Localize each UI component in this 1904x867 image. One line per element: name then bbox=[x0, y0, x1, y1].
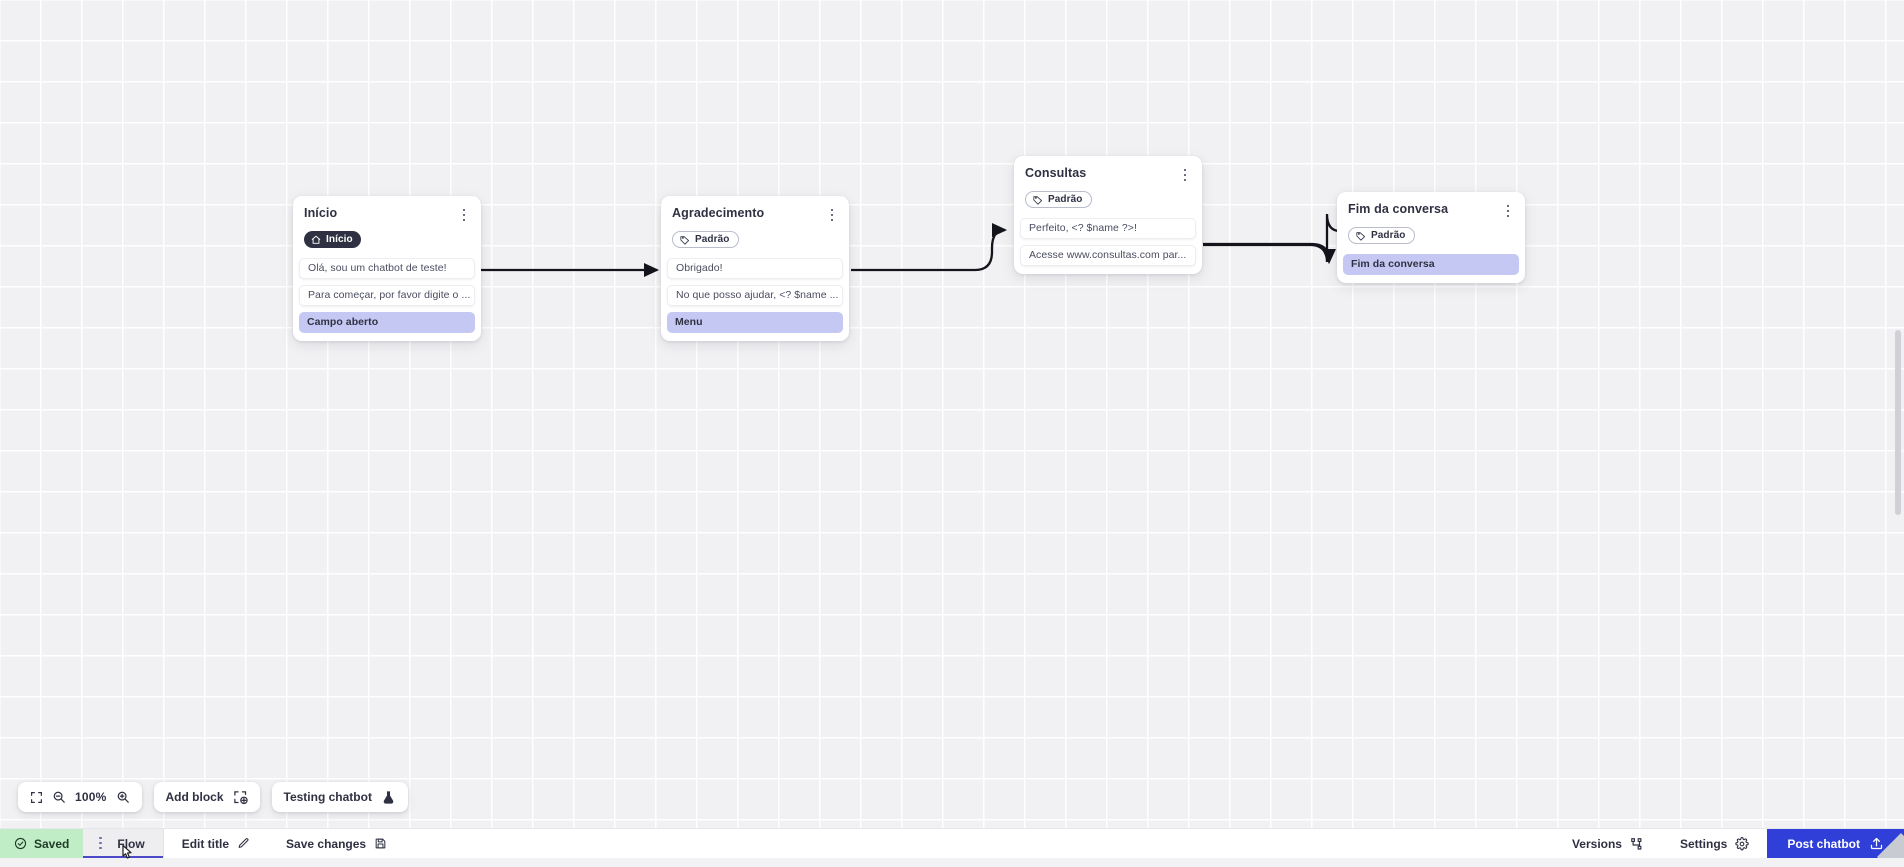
tag-icon bbox=[1356, 231, 1366, 241]
edit-title-button[interactable]: Edit title bbox=[164, 829, 268, 858]
block-badge-padrao[interactable]: Padrão bbox=[1348, 227, 1415, 244]
gear-icon bbox=[1735, 837, 1749, 851]
block-badge-padrao[interactable]: Padrão bbox=[1025, 191, 1092, 208]
pencil-icon bbox=[237, 837, 250, 850]
bottom-bar-right: Versions Settings Post chatbot bbox=[1554, 829, 1904, 858]
home-icon bbox=[311, 235, 321, 245]
block-title: Início bbox=[304, 207, 337, 221]
block-header: Fim da conversa bbox=[1337, 192, 1525, 220]
block-header: Consultas bbox=[1014, 156, 1202, 184]
block-menu-icon[interactable] bbox=[457, 206, 471, 224]
flow-canvas[interactable]: Início Início Olá, sou um chatbot de tes… bbox=[0, 0, 1904, 828]
post-chatbot-button[interactable]: Post chatbot bbox=[1767, 829, 1904, 858]
branch-icon bbox=[1630, 837, 1644, 851]
zoom-controls[interactable]: 100% bbox=[18, 782, 142, 812]
block-menu-icon[interactable] bbox=[1501, 202, 1515, 220]
add-block-label: Add block bbox=[166, 790, 224, 804]
versions-label: Versions bbox=[1572, 837, 1622, 851]
save-changes-label: Save changes bbox=[286, 837, 366, 851]
badge-label: Padrão bbox=[695, 234, 730, 245]
block-row-message[interactable]: Perfeito, <? $name ?>! bbox=[1020, 218, 1196, 239]
badge-label: Padrão bbox=[1371, 230, 1406, 241]
zoom-out-icon[interactable] bbox=[52, 790, 66, 804]
zoom-level: 100% bbox=[75, 790, 107, 804]
flow-block-consultas[interactable]: Consultas Padrão Perfeito, <? $name ?>! … bbox=[1014, 156, 1202, 274]
block-row-action[interactable]: Menu bbox=[667, 312, 843, 333]
flow-connectors bbox=[0, 0, 1904, 828]
canvas-toolbar: 100% Add block Testing chatbot bbox=[18, 782, 408, 812]
bottom-bar: Saved Flow Edit title Save changes Versi… bbox=[0, 828, 1904, 858]
save-changes-button[interactable]: Save changes bbox=[268, 829, 405, 858]
vertical-scrollbar[interactable] bbox=[1894, 0, 1902, 828]
zoom-in-icon[interactable] bbox=[116, 790, 130, 804]
block-row-message[interactable]: Obrigado! bbox=[667, 258, 843, 279]
block-badge-padrao[interactable]: Padrão bbox=[672, 231, 739, 248]
add-block-icon bbox=[233, 790, 248, 805]
block-rows: Fim da conversa bbox=[1337, 246, 1525, 275]
vscroll-thumb[interactable] bbox=[1895, 330, 1901, 515]
block-row-action[interactable]: Campo aberto bbox=[299, 312, 475, 333]
block-row-message[interactable]: No que posso ajudar, <? $name ... bbox=[667, 285, 843, 306]
block-menu-icon[interactable] bbox=[825, 206, 839, 224]
saved-label: Saved bbox=[34, 837, 69, 851]
block-header: Início bbox=[293, 196, 481, 224]
block-header: Agradecimento bbox=[661, 196, 849, 224]
fit-screen-icon[interactable] bbox=[30, 791, 43, 804]
block-rows: Olá, sou um chatbot de teste! Para começ… bbox=[293, 250, 481, 333]
block-row-message[interactable]: Para começar, por favor digite o ... bbox=[299, 285, 475, 306]
tag-icon bbox=[680, 235, 690, 245]
flow-block-fim-da-conversa[interactable]: Fim da conversa Padrão Fim da conversa bbox=[1337, 192, 1525, 283]
upload-icon bbox=[1869, 836, 1884, 851]
block-title: Agradecimento bbox=[672, 207, 764, 221]
tab-flow-label: Flow bbox=[117, 837, 144, 851]
flow-kebab-icon[interactable] bbox=[93, 834, 107, 852]
flask-icon bbox=[381, 790, 396, 805]
badge-row: Padrão bbox=[661, 224, 849, 250]
block-title: Consultas bbox=[1025, 167, 1086, 181]
testing-chatbot-button[interactable]: Testing chatbot bbox=[272, 782, 408, 812]
block-row-action[interactable]: Fim da conversa bbox=[1343, 254, 1519, 275]
saved-status: Saved bbox=[0, 829, 83, 858]
flow-block-agradecimento[interactable]: Agradecimento Padrão Obrigado! No que po… bbox=[661, 196, 849, 341]
block-badge-inicio[interactable]: Início bbox=[304, 231, 361, 248]
check-circle-icon bbox=[14, 837, 27, 850]
badge-label: Início bbox=[326, 234, 353, 245]
floppy-disk-icon bbox=[374, 837, 387, 850]
versions-button[interactable]: Versions bbox=[1554, 829, 1662, 858]
badge-row: Padrão bbox=[1014, 184, 1202, 210]
settings-button[interactable]: Settings bbox=[1662, 829, 1767, 858]
block-title: Fim da conversa bbox=[1348, 203, 1448, 217]
settings-label: Settings bbox=[1680, 837, 1727, 851]
tag-icon bbox=[1033, 195, 1043, 205]
edit-title-label: Edit title bbox=[182, 837, 229, 851]
block-row-message[interactable]: Acesse www.consultas.com par... bbox=[1020, 245, 1196, 266]
block-row-message[interactable]: Olá, sou um chatbot de teste! bbox=[299, 258, 475, 279]
block-rows: Obrigado! No que posso ajudar, <? $name … bbox=[661, 250, 849, 333]
flow-block-inicio[interactable]: Início Início Olá, sou um chatbot de tes… bbox=[293, 196, 481, 341]
testing-chatbot-label: Testing chatbot bbox=[284, 790, 372, 804]
badge-row: Início bbox=[293, 224, 481, 250]
add-block-button[interactable]: Add block bbox=[154, 782, 260, 812]
post-chatbot-label: Post chatbot bbox=[1787, 837, 1860, 851]
tab-flow[interactable]: Flow bbox=[83, 829, 163, 858]
badge-label: Padrão bbox=[1048, 194, 1083, 205]
badge-row: Padrão bbox=[1337, 220, 1525, 246]
block-menu-icon[interactable] bbox=[1178, 166, 1192, 184]
block-rows: Perfeito, <? $name ?>! Acesse www.consul… bbox=[1014, 210, 1202, 266]
